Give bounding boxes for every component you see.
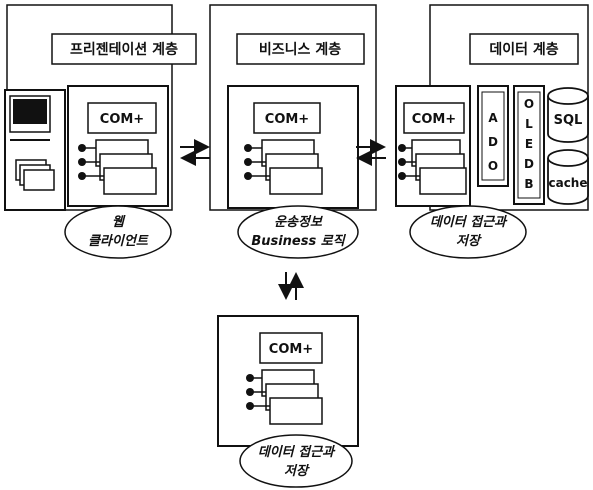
oledb-letter: L — [525, 117, 533, 131]
sql-database-icon — [547, 87, 589, 143]
data-caption-line2: 저장 — [456, 233, 482, 249]
business-caption-bubble — [237, 205, 359, 259]
presentation-tier: 프리젠테이션 계층 COM+ 웹 클라이언트 — [4, 4, 197, 259]
bottom-caption-line2: 저장 — [284, 463, 310, 479]
business-tier-label: 비즈니스 계층 — [259, 42, 341, 58]
bottom-caption-bubble — [239, 434, 353, 488]
data-tier-label: 데이터 계층 — [489, 41, 558, 58]
oledb-letter: E — [525, 137, 533, 151]
client-computer-icon — [4, 89, 66, 211]
data-caption-line1: 데이터 접근과 — [430, 214, 508, 230]
ado-inner-box — [481, 91, 505, 181]
bottom-data-access: COM+ 데이터 접근과 저장 — [217, 315, 359, 488]
business-tier-label-box — [236, 33, 365, 65]
oledb-letter: O — [524, 97, 534, 111]
bottom-com-label: COM+ — [269, 342, 313, 357]
business-component-stack-icon — [244, 139, 323, 195]
business-bottom-arrows — [278, 272, 304, 300]
ado-letter: O — [488, 159, 498, 173]
business-com-label: COM+ — [265, 112, 309, 127]
business-caption-line1: 운송정보 — [274, 214, 323, 230]
bottom-component-stack-icon — [246, 369, 323, 425]
cache-label: cache — [548, 176, 587, 190]
data-caption-bubble — [409, 205, 527, 259]
sql-label: SQL — [554, 113, 583, 128]
data-tier-label-box — [469, 33, 579, 65]
presentation-caption-bubble — [64, 205, 172, 259]
data-com-label: COM+ — [412, 112, 456, 127]
presentation-caption-line2: 클라이언트 — [88, 233, 149, 249]
ado-letter: D — [488, 135, 498, 149]
data-com-label-box — [403, 102, 465, 134]
oledb-inner-box — [517, 91, 541, 199]
business-com-label-box — [253, 102, 321, 134]
presentation-com-label: COM+ — [100, 112, 144, 127]
business-data-arrows — [356, 139, 386, 166]
presentation-business-arrows — [180, 139, 210, 166]
presentation-component-stack-icon — [78, 139, 157, 195]
oledb-letter: B — [524, 177, 533, 191]
data-tier: 데이터 계층 COM+ A D O O L E D B — [395, 4, 589, 259]
presentation-com-label-box — [87, 102, 157, 134]
presentation-caption-line1: 웹 — [112, 214, 126, 230]
oledb-letter: D — [524, 157, 534, 171]
business-caption-line2: Business 로직 — [251, 233, 346, 249]
presentation-tier-label-box — [51, 33, 197, 65]
data-component-stack-icon — [398, 139, 467, 195]
bottom-caption-line1: 데이터 접근과 — [258, 444, 336, 460]
ado-letter: A — [488, 111, 498, 125]
bottom-com-label-box — [259, 332, 323, 364]
presentation-tier-label: 프리젠테이션 계층 — [70, 41, 178, 58]
business-tier: 비즈니스 계층 COM+ 운송정보 Business 로직 — [209, 4, 377, 259]
cache-storage-icon — [547, 149, 589, 205]
